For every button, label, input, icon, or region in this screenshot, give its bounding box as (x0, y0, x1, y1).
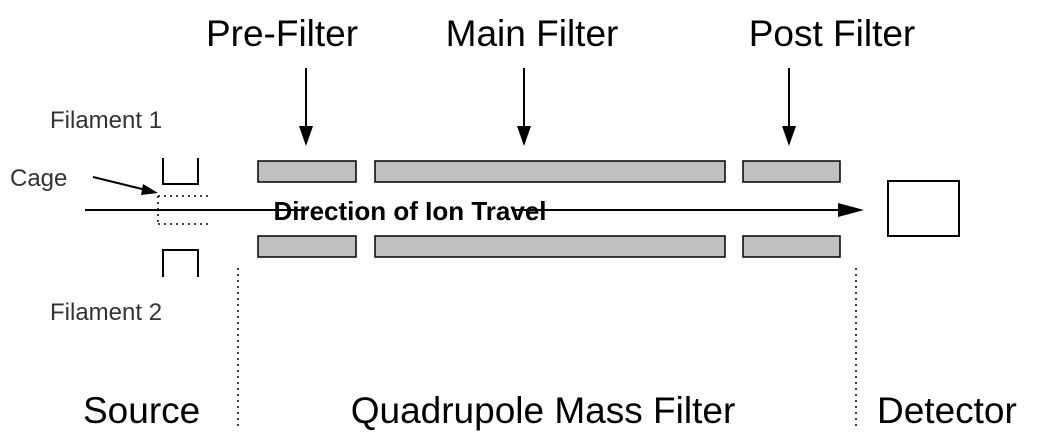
direction-of-ion-travel-label: Direction of Ion Travel (273, 196, 546, 226)
post-filter-rod-top (742, 160, 841, 183)
ion-travel-arrow (85, 203, 864, 217)
pre-filter-label: Pre-Filter (206, 13, 358, 54)
post-filter-rod-bottom (742, 235, 841, 258)
quadrupole-mass-filter-label: Quadrupole Mass Filter (351, 390, 736, 431)
pre-filter-rod-bottom (257, 235, 357, 258)
pre-filter-arrow (299, 68, 313, 146)
pre-filter-rod-top (257, 160, 357, 183)
detector-box (887, 180, 960, 237)
filament-1-bracket (162, 158, 199, 185)
source-label: Source (83, 390, 200, 431)
main-filter-arrow (517, 68, 531, 146)
detector-label: Detector (877, 390, 1017, 431)
main-filter-rod-bottom (374, 235, 726, 258)
main-filter-rod-top (374, 160, 726, 183)
cage-pointer-arrow (92, 176, 158, 195)
filament-2-bracket (162, 249, 199, 277)
main-filter-label: Main Filter (446, 13, 619, 54)
filament-1-label: Filament 1 (50, 107, 162, 134)
filament-2-label: Filament 2 (50, 299, 162, 326)
cage-label: Cage (10, 165, 67, 192)
post-filter-arrow (782, 68, 796, 146)
post-filter-label: Post Filter (749, 13, 916, 54)
